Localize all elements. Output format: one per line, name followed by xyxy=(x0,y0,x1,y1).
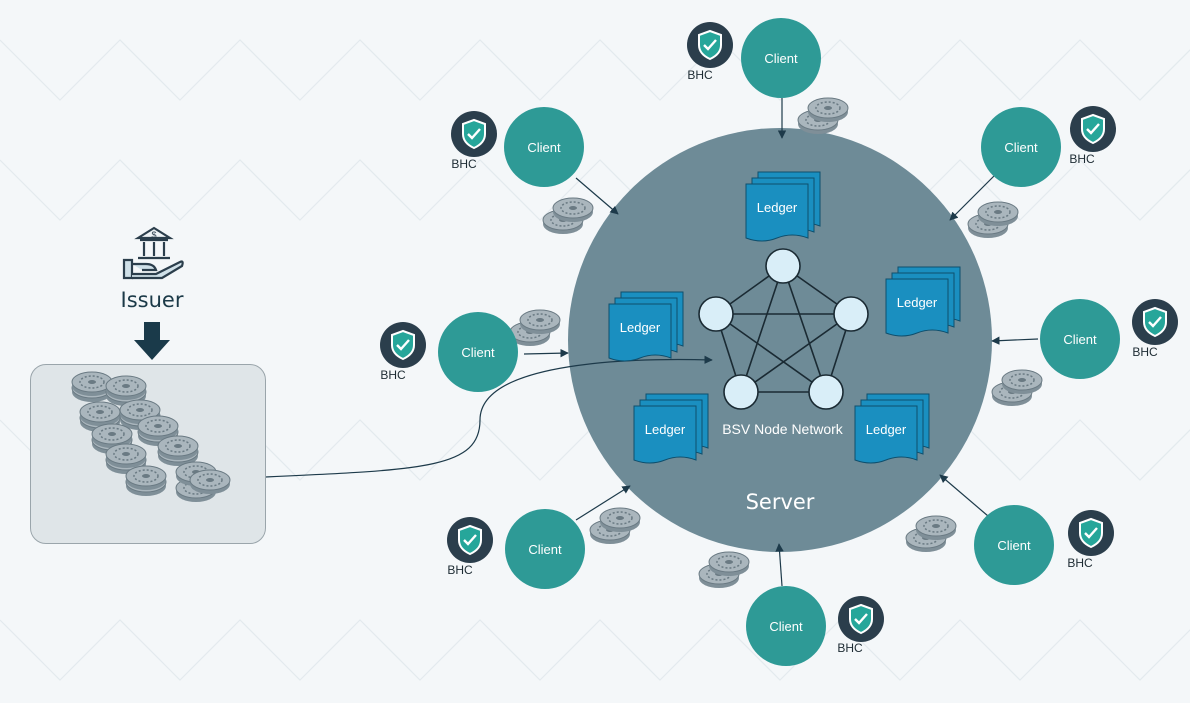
network-node xyxy=(698,296,734,332)
network-node xyxy=(765,248,801,284)
bhc-label: BHC xyxy=(837,641,863,655)
shield-check-icon xyxy=(451,111,497,157)
client-label: Client xyxy=(764,50,798,66)
bhc-label: BHC xyxy=(1132,345,1158,359)
client-label: Client xyxy=(769,618,803,634)
client-top-left[interactable]: Client xyxy=(504,107,584,187)
server-label: Server xyxy=(745,490,815,514)
arrow-top-left xyxy=(575,177,619,215)
client-left[interactable]: Client xyxy=(438,312,518,392)
svg-text:Ledger: Ledger xyxy=(645,422,686,437)
ledger-bottom-left: Ledger xyxy=(633,393,709,464)
bhc-label: BHC xyxy=(1069,152,1095,166)
client-bottom-left[interactable]: Client xyxy=(505,509,585,589)
arrow-bottom xyxy=(775,543,784,587)
client-top-right[interactable]: Client xyxy=(981,107,1061,187)
ledger-top: Ledger xyxy=(745,171,821,242)
shield-check-icon xyxy=(687,22,733,68)
svg-text:Ledger: Ledger xyxy=(620,320,661,335)
bhc-label: BHC xyxy=(380,368,406,382)
issuer-label: Issuer xyxy=(120,288,184,312)
svg-text:Ledger: Ledger xyxy=(866,422,907,437)
arrow-bottom-right xyxy=(939,474,989,517)
coin-pool xyxy=(30,364,266,544)
network-node xyxy=(833,296,869,332)
network-label: BSV Node Network xyxy=(722,421,843,437)
client-label: Client xyxy=(528,541,562,557)
svg-text:Ledger: Ledger xyxy=(757,200,798,215)
bhc-label: BHC xyxy=(687,68,713,82)
arrow-left xyxy=(523,348,569,358)
arrow-top-right xyxy=(949,175,995,221)
network-node xyxy=(808,374,844,410)
shield-check-icon xyxy=(1070,106,1116,152)
bhc-label: BHC xyxy=(1067,556,1093,570)
shield-check-icon xyxy=(1068,510,1114,556)
ledger-right: Ledger xyxy=(885,266,961,337)
client-label: Client xyxy=(461,344,495,360)
bhc-label: BHC xyxy=(447,563,473,577)
down-arrow-icon xyxy=(134,322,170,360)
client-bottom-right[interactable]: Client xyxy=(974,505,1054,585)
ledger-left: Ledger xyxy=(608,291,684,362)
client-label: Client xyxy=(527,139,561,155)
client-bottom[interactable]: Client xyxy=(746,586,826,666)
client-right[interactable]: Client xyxy=(1040,299,1120,379)
client-label: Client xyxy=(1004,139,1038,155)
shield-check-icon xyxy=(838,596,884,642)
shield-check-icon xyxy=(447,517,493,563)
client-top[interactable]: Client xyxy=(741,18,821,98)
ledger-bottom-right: Ledger xyxy=(854,393,930,464)
bank-hand-icon: $ xyxy=(122,226,184,280)
shield-check-icon xyxy=(380,322,426,368)
arrow-bottom-left xyxy=(575,485,631,521)
svg-text:Ledger: Ledger xyxy=(897,295,938,310)
bhc-label: BHC xyxy=(451,157,477,171)
network-node xyxy=(723,374,759,410)
arrow-right xyxy=(991,336,1039,345)
shield-check-icon xyxy=(1132,299,1178,345)
client-label: Client xyxy=(1063,331,1097,347)
svg-text:$: $ xyxy=(151,230,156,240)
client-label: Client xyxy=(997,537,1031,553)
